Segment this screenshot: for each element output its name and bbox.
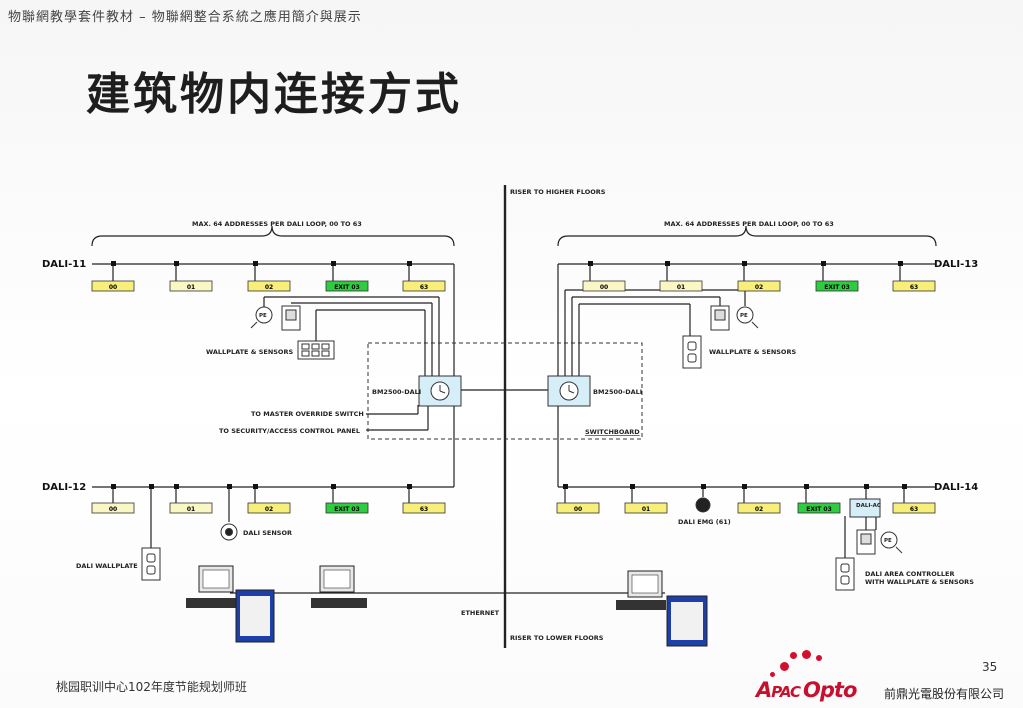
pe-label: PE [259,313,267,319]
logo-brand-pac: PAC [771,683,801,701]
addr-label: 02 [755,506,763,513]
area-controller-sub-label: WITH WALLPLATE & SENSORS [865,578,974,586]
page-number: 35 [982,660,998,674]
addr-label: 63 [420,506,428,513]
addr-box-63 [892,502,936,514]
addr-box-exit [797,502,841,514]
addr-label: 01 [187,506,195,513]
addr-box-00 [91,280,135,292]
addr-box-63 [402,280,446,292]
dali-sensor-label: DALI SENSOR [243,529,292,537]
addr-box-01 [169,280,213,292]
addr-box-00 [582,280,626,292]
dali-11-label: DALI-11 [42,259,86,270]
slide-header: 物聯網教學套件教材 – 物聯網整合系統之應用簡介與展示 [8,10,362,25]
addr-label: 63 [910,284,918,291]
switchboard-label: SWITCHBOARD [585,428,640,436]
addr-box-02 [737,280,781,292]
addr-box-63 [402,502,446,514]
dali-14-label: DALI-14 [934,482,978,493]
addr-label: 02 [755,284,763,291]
dali-wallplate-label: DALI WALLPLATE [76,562,138,570]
controller-left-label: BM2500-DALI [372,388,421,396]
logo-brand-a: A [756,678,772,702]
dali-area-controller-box [849,498,881,518]
addr-label: 63 [910,506,918,513]
addr-label: EXIT 03 [334,506,360,513]
brace-right [557,225,937,247]
ethernet-label: ETHERNET [461,609,500,617]
area-controller-box-label: DALI-AC [856,503,881,509]
workstation-right [616,570,708,647]
addr-label: 02 [265,506,273,513]
switch-wallplate-icon [835,557,855,591]
addr-label: 00 [574,506,582,513]
brace-left [91,225,455,247]
switchboard-boundary [367,342,643,440]
workstation-center [311,565,367,608]
addr-label: 00 [109,506,117,513]
riser-bottom-label: RISER TO LOWER FLOORS [510,634,604,642]
pe-sensor-icon [736,306,754,324]
emergency-light-icon [695,497,711,513]
riser-top-label: RISER TO HIGHER FLOORS [510,188,606,196]
addr-box-01 [624,502,668,514]
addr-label: 01 [642,506,650,513]
addr-label: 00 [600,284,608,291]
pe-sensor-icon [880,531,898,549]
area-controller-label: DALI AREA CONTROLLER [865,570,954,578]
addr-label: 63 [420,284,428,291]
addr-label: 01 [187,284,195,291]
addr-box-02 [737,502,781,514]
addr-label: EXIT 03 [824,284,850,291]
dali-wallplate-icon [141,547,161,581]
addr-box-02 [247,502,291,514]
security-label: TO SECURITY/ACCESS CONTROL PANEL [219,427,360,435]
workstation-left [186,565,275,643]
dali-12-label: DALI-12 [42,482,86,493]
addr-box-63 [892,280,936,292]
logo-company-name: 前鼎光電股份有限公司 [884,687,1005,701]
pe-sensor-icon [255,306,273,324]
controller-right-label: BM2500-DALI [593,388,642,396]
wallplate-sensors-right-label: WALLPLATE & SENSORS [709,348,796,356]
addr-box-00 [556,502,600,514]
addr-label: 02 [265,284,273,291]
logo-brand-opto: Opto [803,678,857,702]
addr-box-exit [325,502,369,514]
addr-label: 01 [677,284,685,291]
dali-emg-label: DALI EMG (61) [678,518,731,526]
override-label: TO MASTER OVERRIDE SWITCH [251,410,364,418]
max-addresses-left: MAX. 64 ADDRESSES PER DALI LOOP, 00 TO 6… [192,220,362,228]
wallplate-sensors-left-label: WALLPLATE & SENSORS [206,348,293,356]
addr-box-02 [247,280,291,292]
switch-wallplate-icon [682,335,702,369]
pe-label: PE [740,313,748,319]
dali-13-label: DALI-13 [934,259,978,270]
max-addresses-right: MAX. 64 ADDRESSES PER DALI LOOP, 00 TO 6… [664,220,834,228]
addr-box-exit [325,280,369,292]
addr-label: EXIT 03 [806,506,832,513]
addr-box-00 [91,502,135,514]
addr-box-exit [815,280,859,292]
footer-course-label: 桃园职训中心102年度节能规划师班 [56,680,247,694]
addr-label: 00 [109,284,117,291]
slide-title: 建筑物内连接方式 [86,69,462,120]
addr-box-01 [169,502,213,514]
addr-label: EXIT 03 [334,284,360,291]
pe-label: PE [884,538,892,544]
addr-box-01 [659,280,703,292]
